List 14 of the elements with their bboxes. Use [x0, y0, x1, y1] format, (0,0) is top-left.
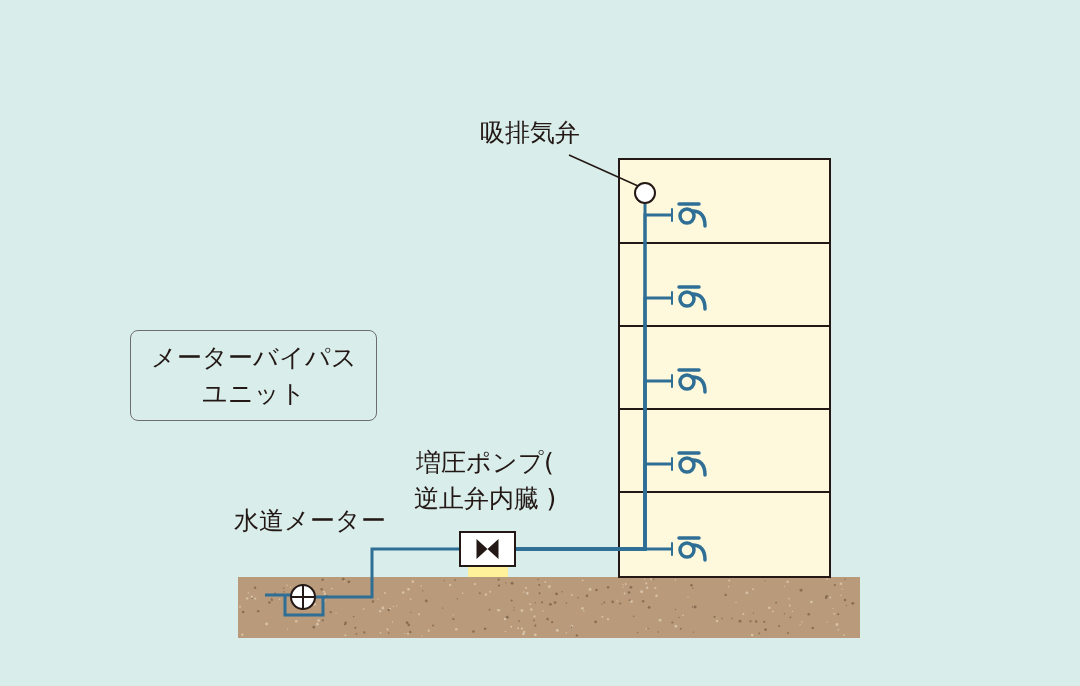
pipe [265, 593, 291, 597]
faucet-icon [671, 536, 707, 562]
faucet-icon [671, 285, 707, 311]
pipe [315, 547, 460, 599]
part-label: 増圧ポンプ( 逆止弁内臓 ) [412, 447, 558, 515]
part-label: 水道メーター [233, 505, 387, 537]
faucet-icon [671, 202, 707, 228]
label-text: メーターバイパスユニット [150, 341, 357, 410]
label-box [130, 330, 377, 421]
faucet-icon [671, 451, 707, 477]
pump-symbol [459, 531, 516, 567]
part-label: 吸排気弁 [465, 115, 595, 151]
faucet-icon [671, 368, 707, 394]
leader-line [568, 154, 639, 187]
